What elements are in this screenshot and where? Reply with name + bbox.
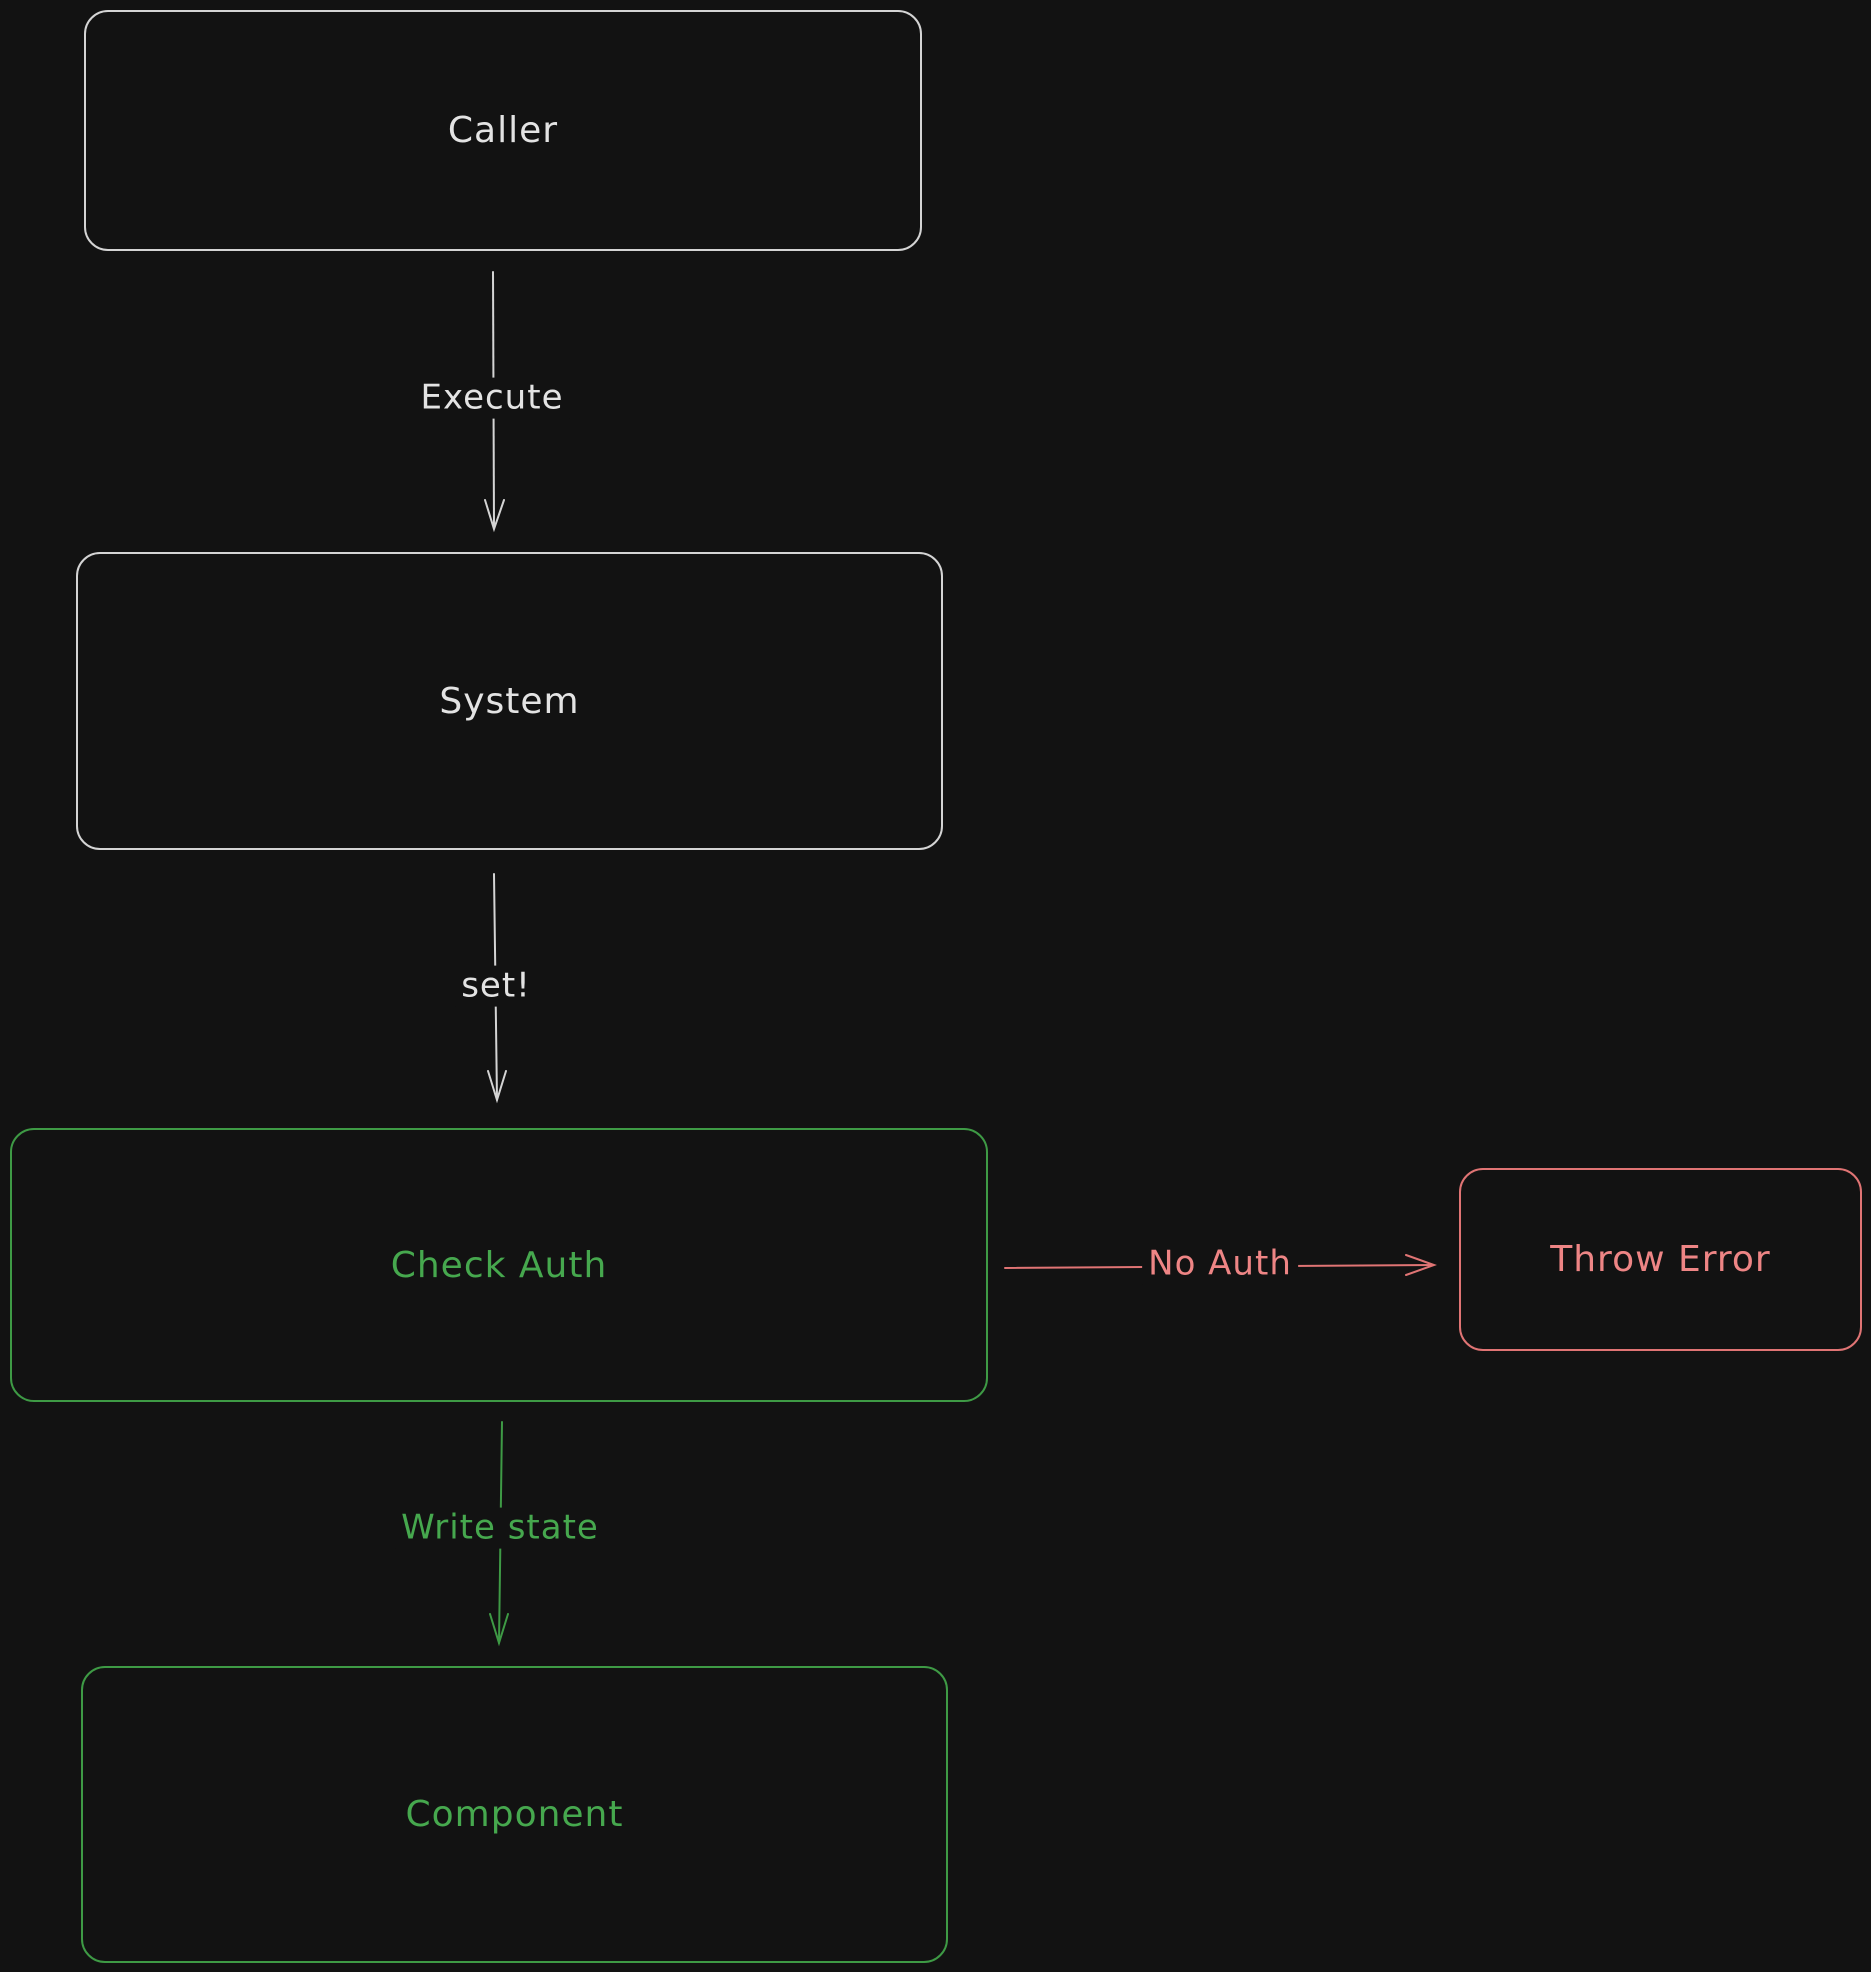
edge-label-write-state: Write state	[395, 1507, 605, 1549]
edge-label-set: set!	[455, 965, 537, 1007]
node-check-auth-label: Check Auth	[390, 1244, 608, 1286]
edge-label-execute: Execute	[414, 377, 570, 419]
edge-label-no-auth: No Auth	[1142, 1243, 1298, 1285]
node-caller-label: Caller	[447, 110, 559, 151]
node-system-label: System	[439, 680, 580, 722]
node-throw-error[interactable]: Throw Error	[1459, 1168, 1862, 1351]
node-check-auth[interactable]: Check Auth	[10, 1128, 988, 1402]
node-component[interactable]: Component	[81, 1666, 948, 1963]
node-caller[interactable]: Caller	[84, 10, 922, 251]
node-throw-error-label: Throw Error	[1550, 1239, 1771, 1280]
node-component-label: Component	[405, 1794, 624, 1835]
node-system[interactable]: System	[76, 552, 943, 850]
